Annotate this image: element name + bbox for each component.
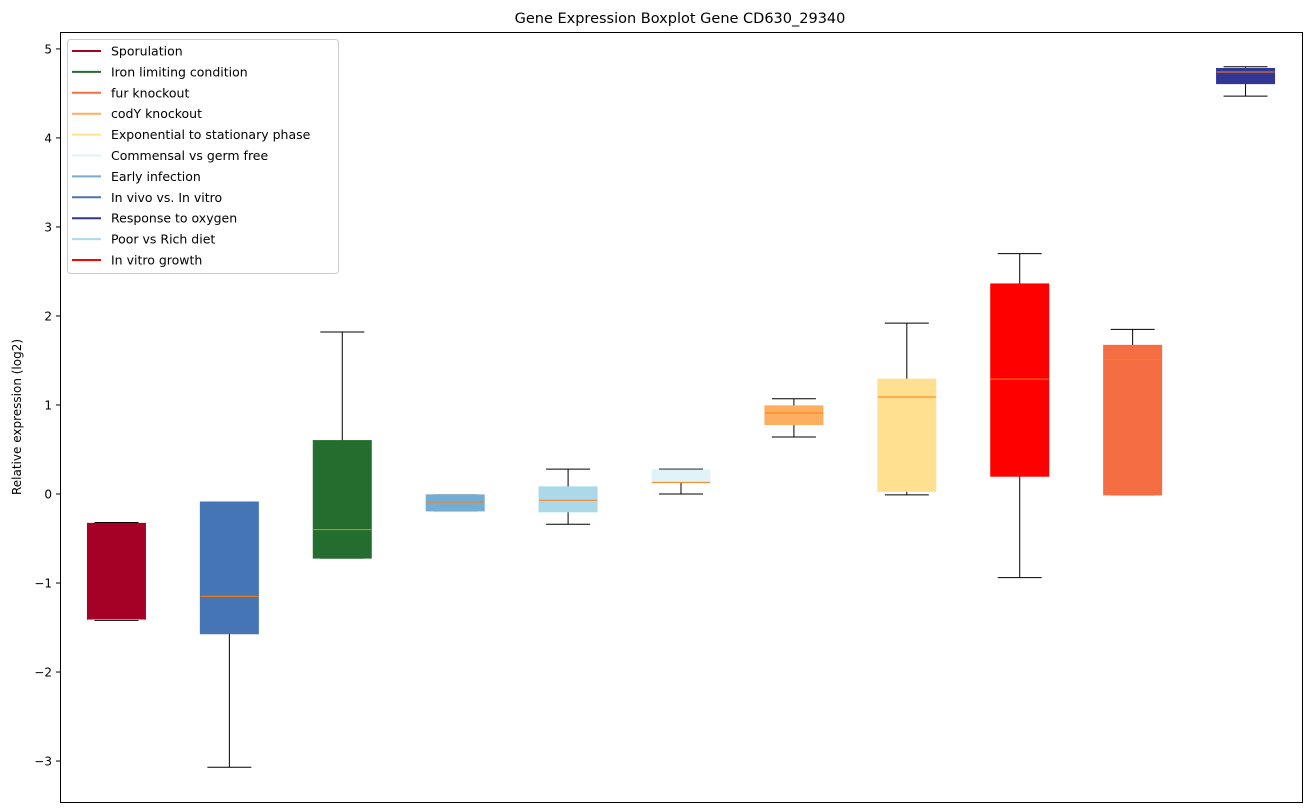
box-body bbox=[1103, 344, 1163, 496]
y-tick-label: −3 bbox=[34, 755, 52, 769]
y-axis-label: Relative expression (log2) bbox=[10, 339, 24, 495]
legend-label: fur knockout bbox=[111, 85, 189, 100]
y-tick-label: 5 bbox=[44, 42, 52, 56]
box-fur-knockout bbox=[1103, 328, 1163, 496]
legend-label: In vitro growth bbox=[111, 253, 202, 268]
box-exponential-to-stationary-phase bbox=[877, 322, 937, 496]
box-in-vivo-vs-in-vitro bbox=[199, 501, 259, 768]
box-body bbox=[764, 405, 824, 426]
y-tick-label: 2 bbox=[44, 309, 52, 323]
box-in-vitro-growth bbox=[990, 253, 1050, 579]
y-tick-label: 4 bbox=[44, 131, 52, 145]
legend-label: codY knockout bbox=[111, 106, 202, 121]
legend-label: In vivo vs. In vitro bbox=[111, 190, 222, 205]
chart-title: Gene Expression Boxplot Gene CD630_29340 bbox=[515, 11, 846, 27]
box-body bbox=[425, 494, 485, 512]
box-body bbox=[1216, 67, 1276, 85]
legend-label: Iron limiting condition bbox=[111, 64, 248, 79]
box-body bbox=[312, 440, 372, 559]
box-body bbox=[86, 522, 146, 621]
y-tick-label: 3 bbox=[44, 220, 52, 234]
box-poor-vs-rich-diet bbox=[538, 468, 598, 525]
box-early-infection bbox=[425, 494, 485, 512]
y-tick-label: 1 bbox=[44, 398, 52, 412]
legend-label: Exponential to stationary phase bbox=[111, 127, 311, 142]
box-body bbox=[199, 501, 259, 635]
legend-label: Sporulation bbox=[111, 44, 183, 59]
y-tick-label: −2 bbox=[34, 666, 52, 680]
legend-label: Commensal vs germ free bbox=[111, 148, 268, 163]
y-tick-label: 0 bbox=[44, 488, 52, 502]
y-tick-label: −1 bbox=[34, 577, 52, 591]
box-commensal-vs-germ-free bbox=[651, 468, 711, 495]
legend-label: Response to oxygen bbox=[111, 211, 237, 226]
box-response-to-oxygen bbox=[1216, 66, 1276, 97]
box-body bbox=[651, 469, 711, 483]
box-body bbox=[877, 378, 937, 492]
plot-frame bbox=[60, 32, 1303, 803]
legend-label: Poor vs Rich diet bbox=[111, 232, 215, 247]
legend-frame bbox=[67, 39, 339, 274]
box-body bbox=[538, 486, 598, 513]
box-iron-limiting-condition bbox=[312, 331, 372, 559]
box-cody-knockout bbox=[764, 398, 824, 438]
legend-label: Early infection bbox=[111, 169, 201, 184]
box-body bbox=[990, 283, 1050, 477]
box-sporulation bbox=[86, 521, 146, 621]
